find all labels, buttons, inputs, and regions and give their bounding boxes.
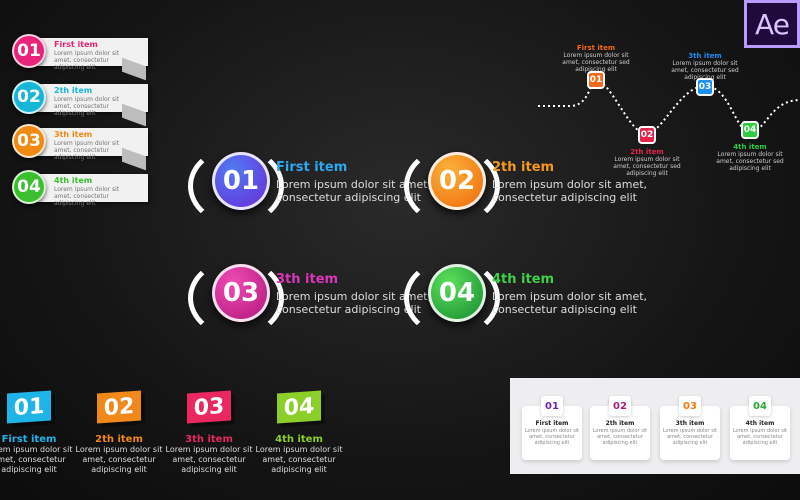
ribbon-item: 04 4th item Lorem ipsum dolor sit amet, … (12, 170, 148, 207)
item-desc: Lorem ipsum dolor sit amet,consectetur a… (492, 290, 648, 316)
ribbon-desc: Lorem ipsum dolor sit amet, consectetur … (54, 96, 120, 117)
panel-number: 01 (541, 396, 563, 416)
item-title: 3th item (276, 272, 339, 287)
ribbon-item: 03 3th item Lorem ipsum dolor sit amet, … (12, 124, 148, 171)
ribbon-title: 2th item (54, 86, 93, 95)
panel-title: 2th item (605, 420, 635, 427)
ribbon-title: First item (54, 40, 98, 49)
ribbon-number: 01 (12, 34, 46, 68)
ribbon-band (28, 174, 148, 202)
wave-number: 04 (741, 121, 759, 139)
center-item: 03 3th item Lorem ipsum dolor sit amet,c… (188, 258, 432, 362)
ribbon-item: 02 2th item Lorem ipsum dolor sit amet, … (12, 80, 148, 127)
wave-number: 02 (638, 126, 656, 144)
ribbon-number: 02 (12, 80, 46, 114)
panel-number: 04 (749, 396, 771, 416)
panel-number: 03 (679, 396, 701, 416)
block-title: First item (1, 434, 57, 445)
panel-number: 02 (609, 396, 631, 416)
item-desc: Lorem ipsum dolor sit amet,consectetur a… (492, 178, 648, 204)
ribbon-number: 04 (12, 170, 46, 204)
item-desc: Lorem ipsum dolor sit amet,consectetur a… (276, 178, 432, 204)
ribbon-title: 3th item (54, 130, 93, 139)
block-title: 3th item (185, 434, 233, 445)
item-desc: Lorem ipsum dolor sit amet,consectetur a… (276, 290, 432, 316)
item-title: 2th item (492, 160, 555, 175)
block-item: 01 First item Lorem ipsum dolor sitamet,… (0, 390, 74, 475)
item-number: 01 (212, 152, 270, 210)
center-item: 04 4th item Lorem ipsum dolor sit amet,c… (404, 258, 648, 362)
item-number: 04 (428, 264, 486, 322)
center-item: 01 First item Lorem ipsum dolor sit amet… (188, 146, 432, 250)
item-number: 02 (428, 152, 486, 210)
panel-title: 4th item (745, 420, 775, 427)
wave-number: 03 (696, 78, 714, 96)
ribbon-title: 4th item (54, 176, 93, 185)
block-number: 03 (187, 390, 231, 424)
panel-title: 3th item (675, 420, 705, 427)
item-title: 4th item (492, 272, 555, 287)
panel-title: First item (535, 420, 569, 427)
after-effects-logo: Ae (744, 0, 800, 48)
ribbon-desc: Lorem ipsum dolor sit amet, consectetur … (54, 50, 120, 71)
block-title: 4th item (275, 434, 323, 445)
block-title: 2th item (95, 434, 143, 445)
block-number: 02 (97, 390, 141, 424)
ribbon-desc: Lorem ipsum dolor sit amet, consectetur … (54, 140, 120, 161)
block-number: 04 (277, 390, 321, 424)
item-title: First item (276, 160, 348, 175)
ribbon-desc: Lorem ipsum dolor sit amet, consectetur … (54, 186, 120, 207)
logo-text: Ae (755, 7, 790, 41)
ribbon-number: 03 (12, 124, 46, 158)
block-number: 01 (7, 390, 51, 424)
ribbon-item: 01 First item Lorem ipsum dolor sit amet… (12, 34, 148, 81)
wave-number: 01 (587, 71, 605, 89)
center-item: 02 2th item Lorem ipsum dolor sit amet,c… (404, 146, 648, 250)
item-number: 03 (212, 264, 270, 322)
